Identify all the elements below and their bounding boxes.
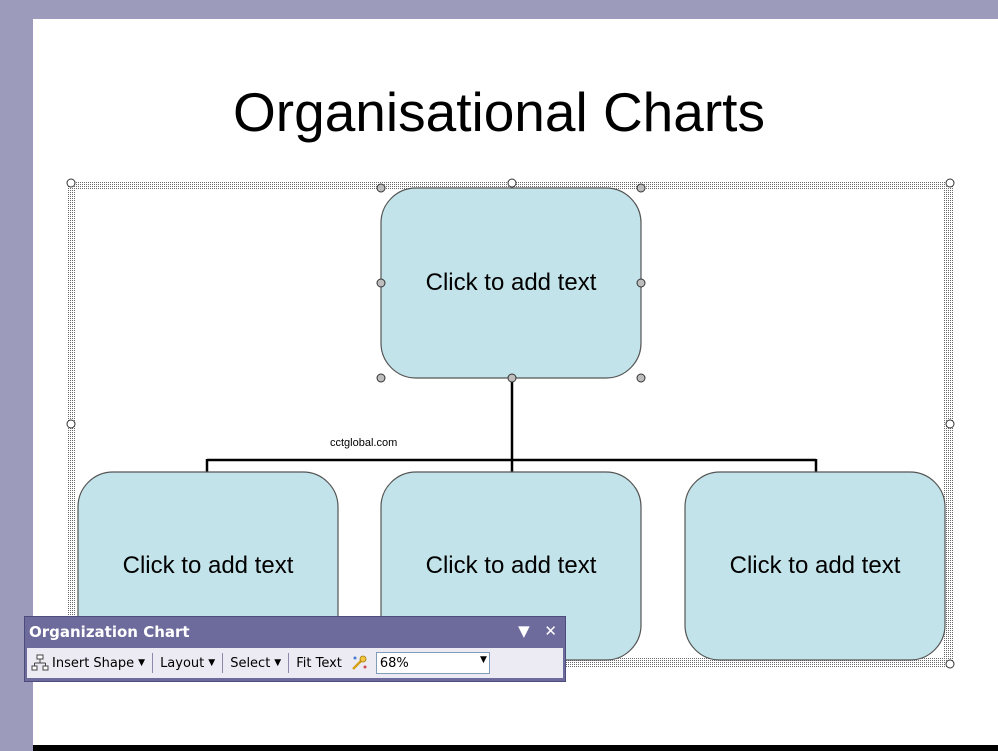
shape-handle[interactable]: [376, 373, 386, 383]
org-node-right[interactable]: [684, 471, 946, 661]
fit-text-label: Fit Text: [296, 655, 342, 671]
chevron-down-icon[interactable]: ▼: [479, 655, 487, 665]
shape-handle[interactable]: [376, 183, 386, 193]
layout-label: Layout: [160, 655, 205, 671]
select-button[interactable]: Select ▼: [226, 651, 285, 675]
org-chart-icon: [31, 654, 49, 671]
frame-handle[interactable]: [66, 419, 76, 429]
slide-title[interactable]: Organisational Charts: [233, 81, 765, 143]
close-icon[interactable]: ✕: [544, 622, 557, 640]
chevron-down-icon: ▼: [274, 658, 282, 668]
frame-handle[interactable]: [945, 419, 955, 429]
toolbar-options-icon[interactable]: ▼: [518, 622, 530, 640]
insert-shape-button[interactable]: Insert Shape ▼: [27, 651, 149, 675]
org-node-right-label[interactable]: Click to add text: [729, 552, 901, 579]
shape-handle[interactable]: [636, 373, 646, 383]
shape-handle[interactable]: [376, 278, 386, 288]
autoformat-button[interactable]: [346, 651, 372, 675]
frame-handle[interactable]: [945, 659, 955, 669]
shape-handle[interactable]: [636, 278, 646, 288]
insert-shape-label: Insert Shape: [52, 655, 135, 671]
fit-text-button[interactable]: Fit Text: [292, 651, 346, 675]
frame-handle[interactable]: [945, 178, 955, 188]
shape-handle[interactable]: [636, 183, 646, 193]
frame-handle[interactable]: [507, 178, 517, 188]
zoom-value: 68%: [379, 655, 409, 671]
org-chart-toolbar[interactable]: Organization Chart ▼ ✕ Insert Shape ▼ La…: [24, 616, 566, 682]
watermark-text: cctglobal.com: [330, 437, 398, 449]
chevron-down-icon[interactable]: ▼: [138, 658, 146, 668]
toolbar-title[interactable]: Organization Chart: [29, 623, 190, 641]
select-label: Select: [230, 655, 271, 671]
zoom-select[interactable]: 68% ▼: [375, 652, 490, 674]
separator: [288, 653, 290, 673]
separator: [222, 653, 224, 673]
window-top-border: [0, 0, 998, 6]
slide-shadow: [33, 745, 998, 751]
org-node-left-label[interactable]: Click to add text: [122, 552, 294, 579]
frame-handle[interactable]: [66, 178, 76, 188]
chevron-down-icon: ▼: [208, 658, 216, 668]
toolbar-body: Insert Shape ▼ Layout ▼ Select ▼ Fit Tex…: [27, 648, 563, 678]
separator: [152, 653, 154, 673]
autoformat-icon: [352, 655, 367, 670]
shape-handle[interactable]: [507, 373, 517, 383]
layout-button[interactable]: Layout ▼: [156, 651, 219, 675]
org-node-middle-label[interactable]: Click to add text: [425, 552, 597, 579]
org-node-top-label[interactable]: Click to add text: [425, 269, 597, 296]
